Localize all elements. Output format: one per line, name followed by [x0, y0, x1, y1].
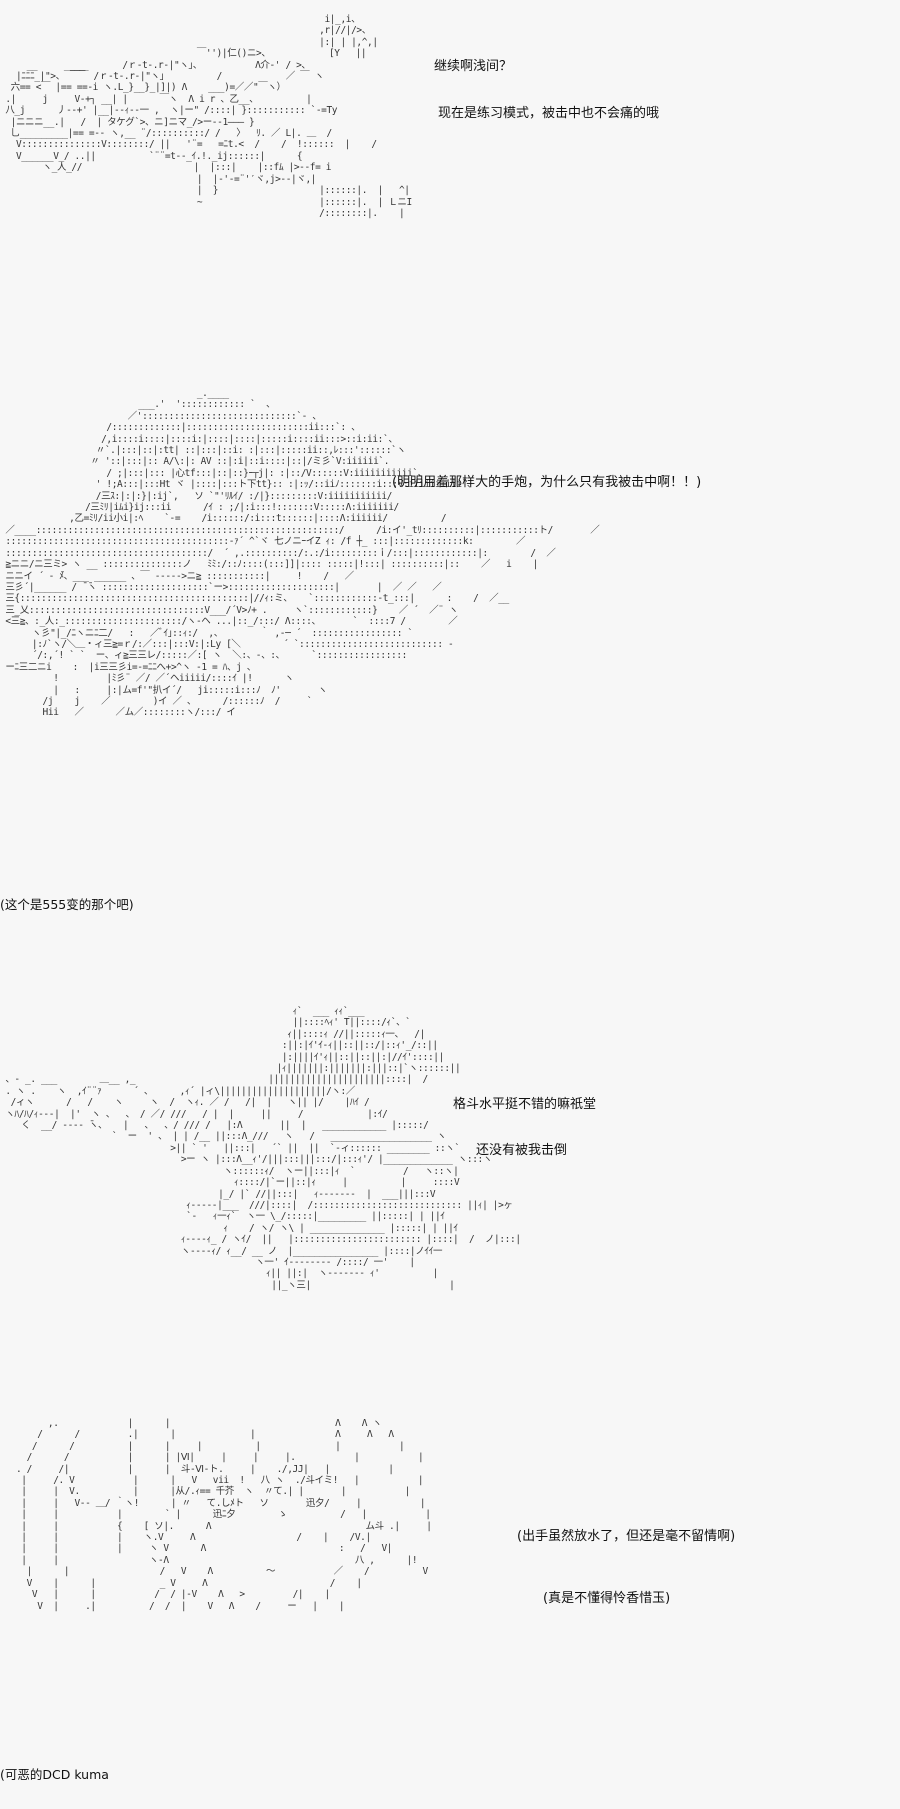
- panel-4: ,. | | Λ Λ ヽ / / .| | | Λ Λ Λ / / | | | …: [0, 1410, 900, 1809]
- ascii-art-shielded-girl: _.____ ___.' ':::::::::::: ` 、 ／':::::::…: [5, 388, 600, 719]
- ascii-art-victory-pose: ,. | | Λ Λ ヽ / / .| | | Λ Λ Λ / / | | | …: [15, 1418, 432, 1612]
- ascii-art-fighters: ｨ` ___ ｨｨ`___ ||::::ﾍｨ' T||::::/ｨ`、` ｨ||…: [5, 1006, 521, 1291]
- dialogue-line: (出手虽然放水了，但还是毫不留情啊): [517, 1529, 736, 1544]
- ascii-art-shooter: i|_,i、 ,r|//|/>、 |:| | |,^,| ￣'')|仁()ニ>、: [5, 14, 412, 219]
- dialogue-line: (真是不懂得怜香惜玉): [543, 1591, 671, 1606]
- narration-caption: (这个是555变的那个吧): [0, 897, 134, 912]
- narration-caption: (可恶的DCD kuma: [0, 1767, 109, 1782]
- dialogue-line: (明明用着那样大的手炮，为什么只有我被击中啊！！): [392, 475, 702, 490]
- dialogue-line: 现在是练习模式，被击中也不会痛的哦: [438, 106, 660, 121]
- dialogue-line: 还没有被我击倒: [476, 1143, 568, 1158]
- dialogue-line: 格斗水平挺不错的嘛祇堂: [453, 1097, 597, 1112]
- dialogue-line: 继续啊浅间？: [434, 59, 513, 74]
- panel-1: i|_,i、 ,r|//|/>、 |:| | |,^,| ￣'')|仁()ニ>、: [0, 0, 900, 300]
- panel-2: _.____ ___.' ':::::::::::: ` 、 ／':::::::…: [0, 380, 900, 920]
- panel-3: ｨ` ___ ｨｨ`___ ||::::ﾍｨ' T||::::/ｨ`、` ｨ||…: [0, 970, 900, 1360]
